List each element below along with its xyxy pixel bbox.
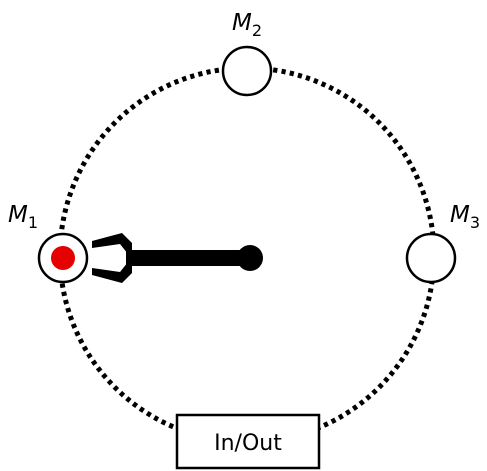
machine-m1-label: M1 — [8, 202, 38, 232]
machine-m2-label: M2 — [232, 10, 262, 40]
machine-m2: M2 — [221, 10, 273, 97]
machine-m3-station — [405, 232, 457, 284]
robot-arm-link — [126, 250, 250, 266]
io-station-box — [175, 413, 321, 470]
io-station: In/Out — [175, 413, 321, 470]
machine-m3: M3 — [405, 202, 480, 284]
machine-m2-station — [221, 45, 273, 97]
part-icon — [51, 246, 75, 270]
machine-m3-label: M3 — [450, 202, 480, 232]
robot-arm — [92, 233, 263, 283]
gripper-icon — [92, 233, 132, 283]
machine-m1: M1 — [8, 202, 89, 284]
io-station-label: In/Out — [214, 431, 282, 456]
